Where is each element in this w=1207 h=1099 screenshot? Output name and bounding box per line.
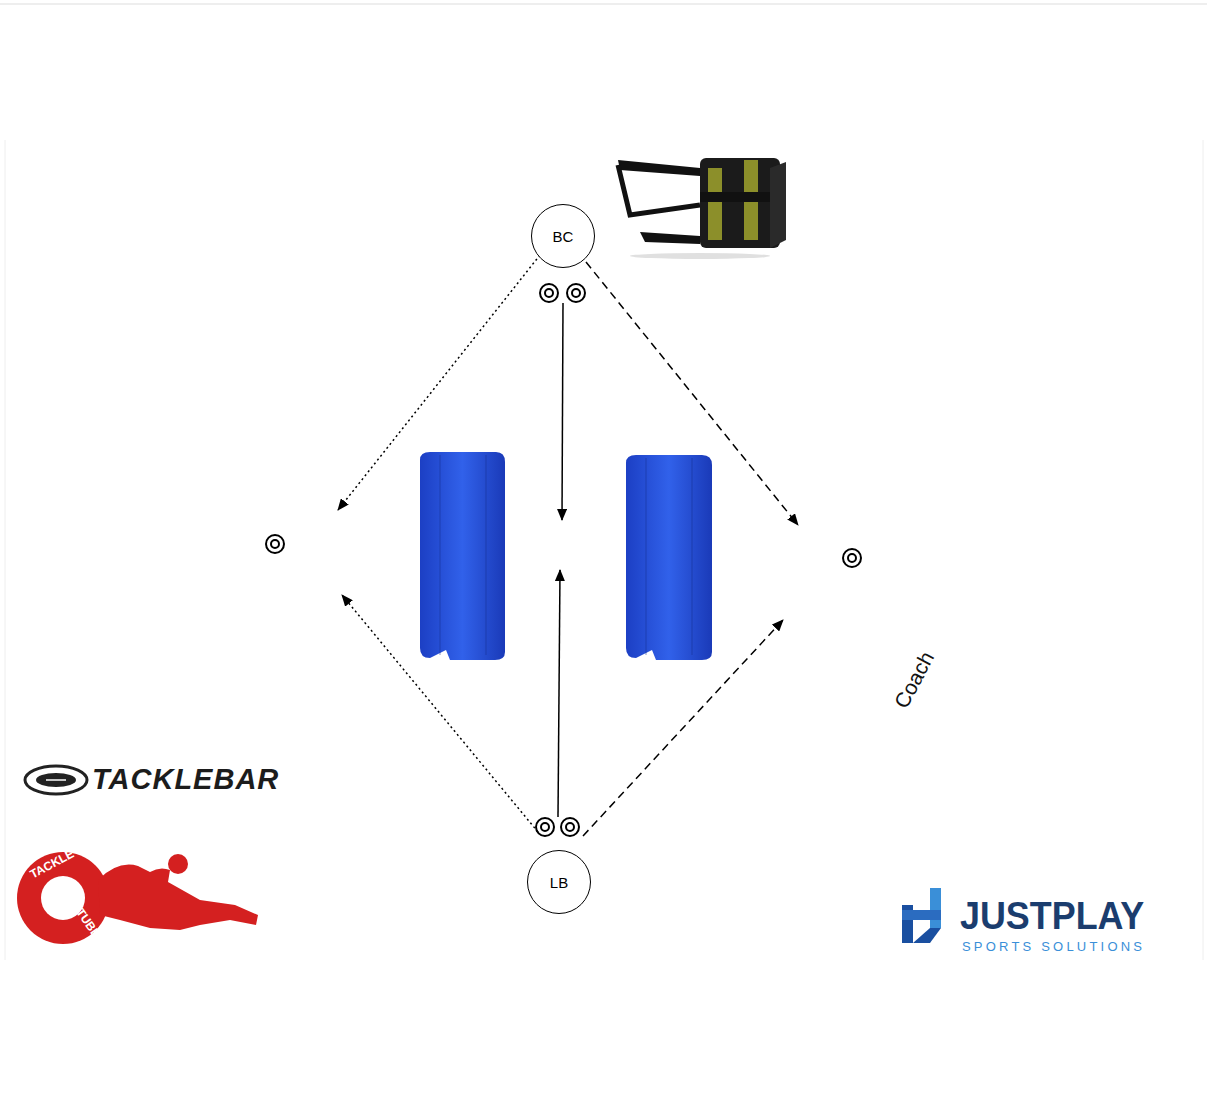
player-label: LB (550, 874, 568, 891)
tacklebar-logo-text: TACKLEBAR (92, 763, 279, 796)
frame-line (0, 4, 1207, 5)
frame-line (1203, 140, 1204, 960)
tacklebar-logo-mark (25, 766, 87, 794)
justplay-logo-text: JUSTPLAY (960, 894, 1144, 938)
justplay-logo-mark (902, 888, 941, 943)
justplay-tagline: SPORTS SOLUTIONS (962, 939, 1145, 954)
harness-image (618, 158, 786, 259)
route-arrow (338, 255, 798, 836)
coach-label: Coach (890, 648, 940, 713)
tackle-tube (626, 455, 712, 660)
frame-line (5, 140, 6, 960)
player-circle: LB (527, 850, 591, 914)
cone-marker (266, 284, 861, 836)
player-label: BC (553, 228, 574, 245)
player-circle: BC (531, 204, 595, 268)
tackle-tube (420, 452, 505, 660)
